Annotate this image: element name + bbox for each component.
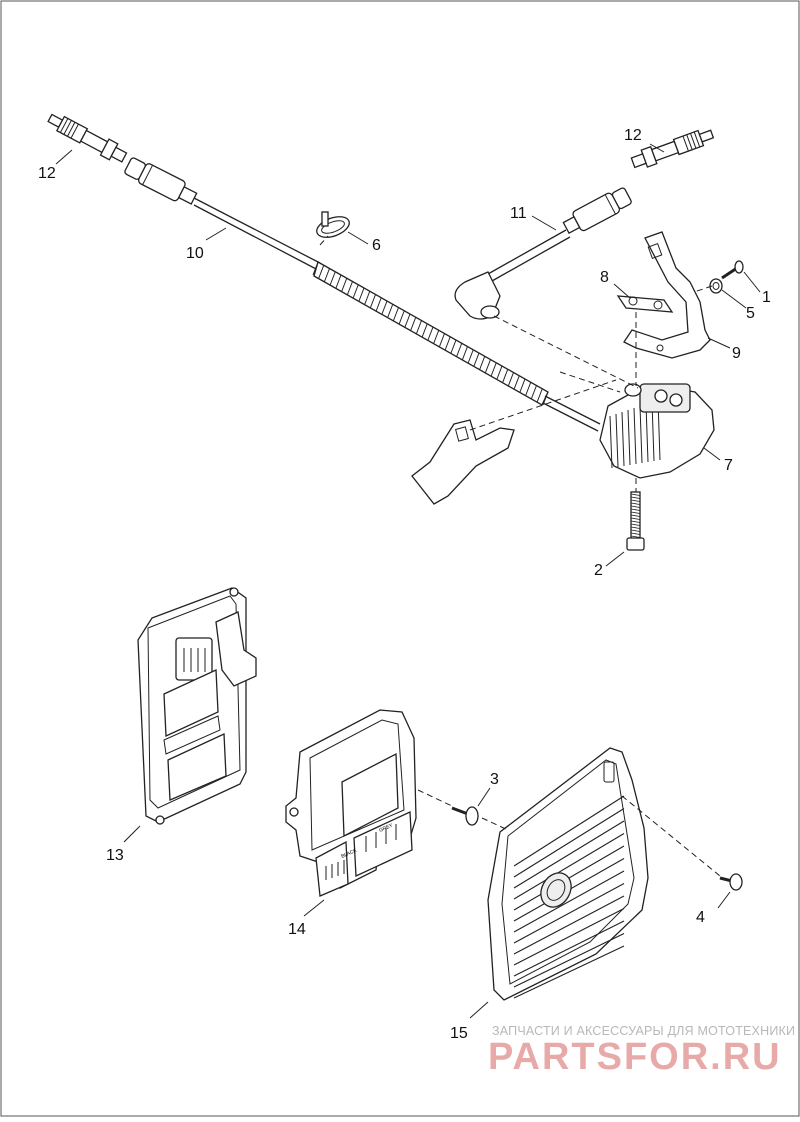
coil-bracket xyxy=(623,231,711,359)
screw-4 xyxy=(719,873,743,891)
module-label-grey: GREY xyxy=(378,822,394,834)
callout-2: 2 xyxy=(594,562,603,579)
ecm-module xyxy=(137,587,257,825)
screw-1 xyxy=(721,260,744,280)
lower-coil-bracket xyxy=(411,419,515,505)
callout-5: 5 xyxy=(746,305,755,322)
callout-1: 1 xyxy=(762,289,771,306)
module-14: BLACK GREY xyxy=(285,709,417,897)
alignment-lines-bottom xyxy=(417,789,721,877)
lockwasher-5 xyxy=(709,278,723,294)
callout-15: 15 xyxy=(450,1025,468,1042)
callout-9: 9 xyxy=(732,345,741,362)
callout-14: 14 xyxy=(288,921,306,938)
callout-4: 4 xyxy=(696,909,705,926)
watermark-tagline: ЗАПЧАСТИ И АКСЕССУАРЫ ДЛЯ МОТОТЕХНИКИ xyxy=(492,1024,796,1038)
callout-11: 11 xyxy=(510,205,527,222)
spark-plug-wire-rear xyxy=(454,187,632,320)
callout-12-left: 12 xyxy=(38,165,56,182)
callout-12-right: 12 xyxy=(624,127,642,144)
spark-plug-wire-front xyxy=(124,157,601,432)
callout-7: 7 xyxy=(724,457,733,474)
callout-6: 6 xyxy=(372,237,381,254)
cover-15 xyxy=(487,747,649,1001)
callout-numbers: 12 12 10 6 11 8 1 5 9 7 2 3 4 13 14 15 xyxy=(38,127,771,1042)
bolt-2 xyxy=(626,491,645,551)
callout-10: 10 xyxy=(186,245,204,262)
nut-plate xyxy=(616,295,674,313)
screw-3 xyxy=(451,806,479,826)
callout-13: 13 xyxy=(106,847,124,864)
spark-plug-left xyxy=(47,113,128,163)
callout-3: 3 xyxy=(490,771,499,788)
callout-8: 8 xyxy=(600,269,609,286)
ignition-coil xyxy=(599,383,715,479)
alignment-lines-top xyxy=(319,235,713,492)
wire-clip xyxy=(316,211,350,238)
leader-lines xyxy=(55,143,761,1019)
spark-plug-right xyxy=(630,129,715,169)
watermark-logo: PARTSFOR.RU xyxy=(488,1036,782,1078)
